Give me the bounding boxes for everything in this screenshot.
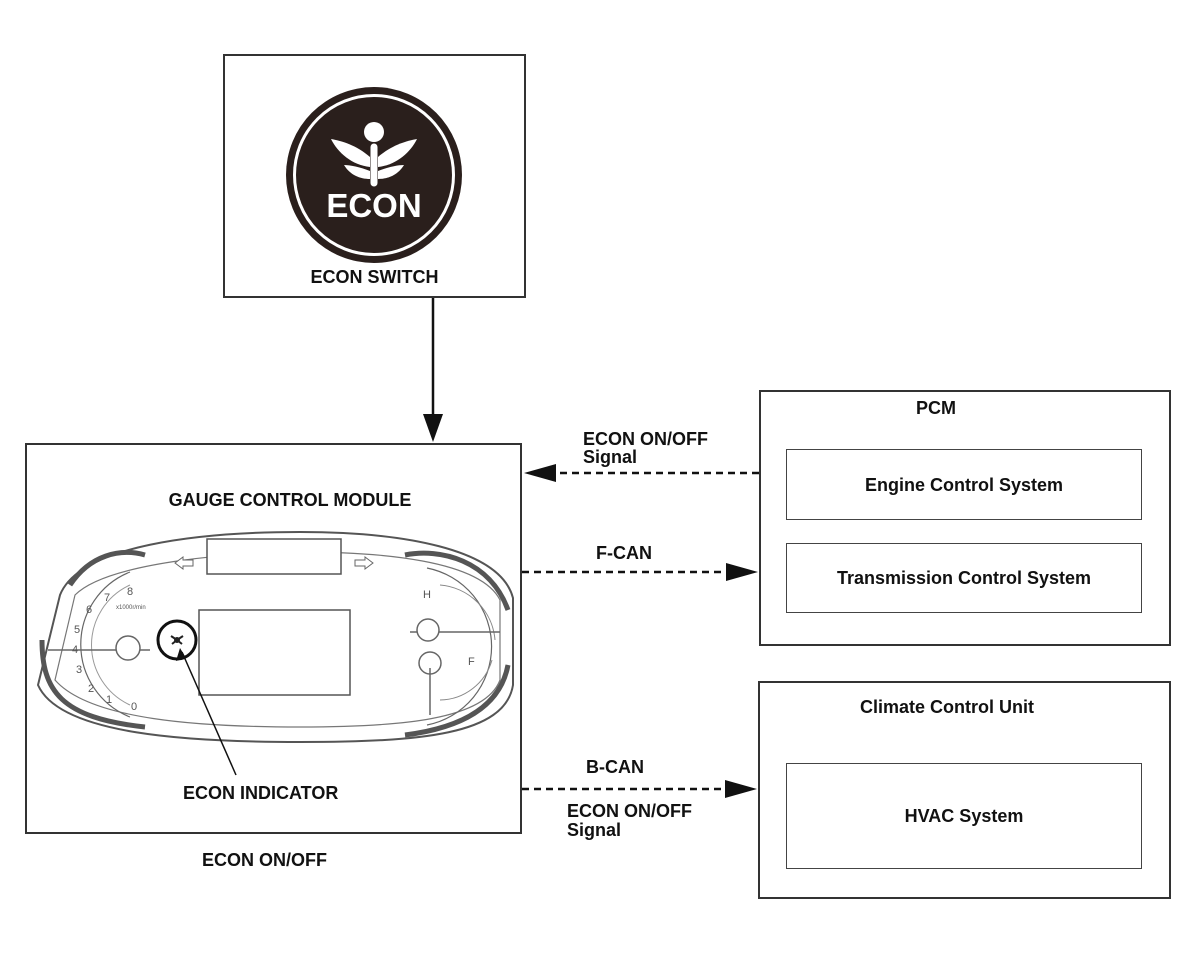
climate-signal-label-line2: Signal <box>567 820 622 840</box>
engine-control-system-box: Engine Control System <box>786 449 1142 520</box>
indicator-leader-line <box>181 651 237 776</box>
right-turn-arrow <box>354 556 374 570</box>
tach-tick-1: 1 <box>106 694 113 706</box>
tach-tick-2: 2 <box>88 683 95 695</box>
tach-unit: x1000r/min <box>116 605 146 611</box>
pcm-to-gauge-arrowhead <box>524 464 556 482</box>
tach-tick-4: 4 <box>72 644 79 656</box>
econ-indicator-icon <box>170 635 184 645</box>
tach-tick-8: 8 <box>127 586 134 598</box>
gauge-module-title: GAUGE CONTROL MODULE <box>168 490 412 510</box>
tach-tick-7: 7 <box>104 592 111 604</box>
tach-tick-6: 6 <box>86 604 93 616</box>
center-screen <box>198 609 351 696</box>
temp-hot-mark: H <box>423 589 431 601</box>
pcm-signal-label-line1: ECON ON/OFF <box>583 429 708 449</box>
transmission-control-system-label: Transmission Control System <box>836 568 1092 588</box>
transmission-control-system-box: Transmission Control System <box>786 543 1142 613</box>
tach-tick-3: 3 <box>76 664 83 676</box>
econ-knob-text: ECON <box>326 187 422 224</box>
fcan-label: F-CAN <box>596 543 652 563</box>
fuel-full-mark: F <box>468 656 475 668</box>
tach-tick-0: 0 <box>131 701 138 713</box>
indicator-leader-arrowhead <box>176 648 186 661</box>
hvac-system-box: HVAC System <box>786 763 1142 869</box>
climate-signal-label-line1: ECON ON/OFF <box>567 801 692 821</box>
bcan-arrowhead <box>725 780 757 798</box>
econ-switch-label: ECON SWITCH <box>310 267 439 287</box>
left-turn-arrow <box>174 556 194 570</box>
hvac-system-label: HVAC System <box>904 806 1024 826</box>
econ-onoff-label: ECON ON/OFF <box>202 850 327 870</box>
engine-control-system-label: Engine Control System <box>864 474 1064 495</box>
bcan-label: B-CAN <box>586 757 644 777</box>
pcm-title: PCM <box>916 398 956 418</box>
tach-hub <box>115 635 141 661</box>
switch-to-gauge-arrowhead <box>423 414 443 442</box>
pcm-signal-label-line2: Signal <box>583 447 638 467</box>
econ-switch-knob: ECON <box>286 87 462 263</box>
leaf-icon <box>331 122 417 187</box>
fcan-arrowhead <box>726 563 758 581</box>
climate-control-unit-title: Climate Control Unit <box>860 697 1034 717</box>
temp-hub <box>416 618 440 642</box>
econ-indicator-label: ECON INDICATOR <box>183 783 339 803</box>
top-display <box>206 538 342 575</box>
tach-tick-5: 5 <box>74 624 81 636</box>
econ-switch-ring <box>293 94 455 256</box>
